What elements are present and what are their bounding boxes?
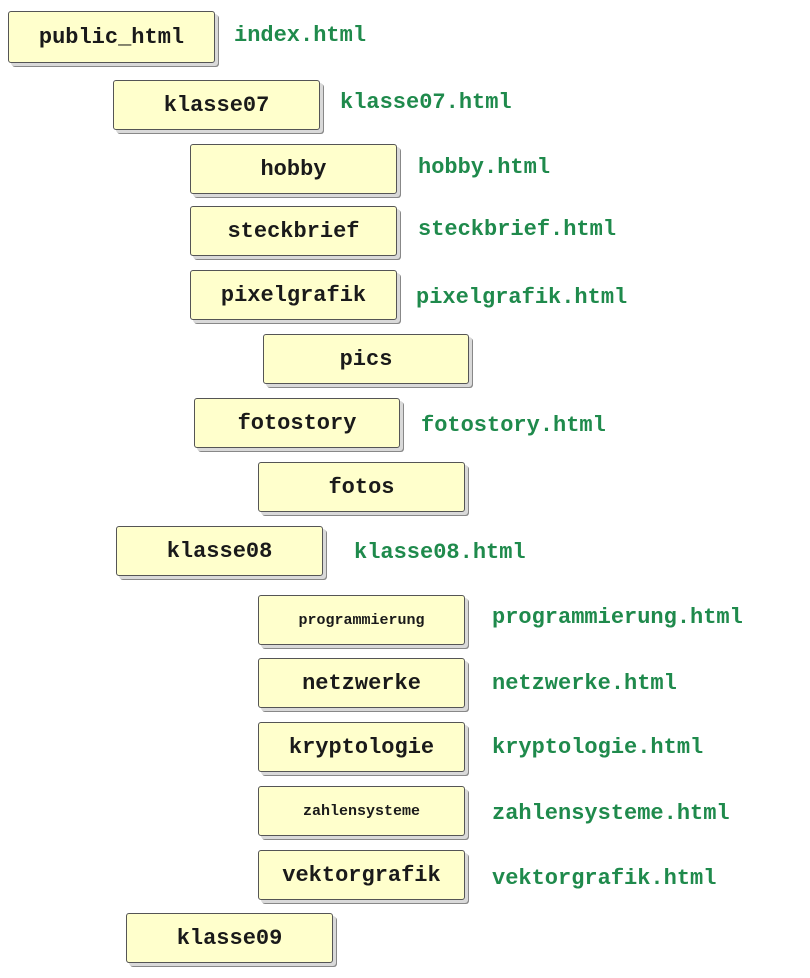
folder-box-steckbrief: steckbrief xyxy=(190,206,397,256)
folder-box-programmierung: programmierung xyxy=(258,595,465,645)
folder-box-klasse09: klasse09 xyxy=(126,913,333,963)
folder-box-fotostory: fotostory xyxy=(194,398,400,448)
folder-box-fotos: fotos xyxy=(258,462,465,512)
folder-box-vektorgrafik: vektorgrafik xyxy=(258,850,465,900)
folder-box-pixelgrafik: pixelgrafik xyxy=(190,270,397,320)
folder-box-kryptologie: kryptologie xyxy=(258,722,465,772)
folder-box-pics: pics xyxy=(263,334,469,384)
file-label-kryptologie-html: kryptologie.html xyxy=(492,735,704,760)
file-label-steckbrief-html: steckbrief.html xyxy=(418,217,617,242)
folder-box-zahlensysteme: zahlensysteme xyxy=(258,786,465,836)
folder-box-public-html: public_html xyxy=(8,11,215,63)
folder-box-klasse08: klasse08 xyxy=(116,526,323,576)
file-label-fotostory-html: fotostory.html xyxy=(421,413,606,438)
file-label-hobby-html: hobby.html xyxy=(418,155,551,180)
folder-box-netzwerke: netzwerke xyxy=(258,658,465,708)
folder-box-klasse07: klasse07 xyxy=(113,80,320,130)
file-label-index-html: index.html xyxy=(234,23,367,48)
file-label-klasse08-html: klasse08.html xyxy=(354,540,526,565)
file-label-vektorgrafik-html: vektorgrafik.html xyxy=(492,866,717,891)
file-label-programmierung-html: programmierung.html xyxy=(492,605,743,630)
file-label-pixelgrafik-html: pixelgrafik.html xyxy=(416,285,628,310)
file-label-zahlensysteme-html: zahlensysteme.html xyxy=(492,801,730,826)
file-label-klasse07-html: klasse07.html xyxy=(340,90,512,115)
file-label-netzwerke-html: netzwerke.html xyxy=(492,671,677,696)
folder-box-hobby: hobby xyxy=(190,144,397,194)
